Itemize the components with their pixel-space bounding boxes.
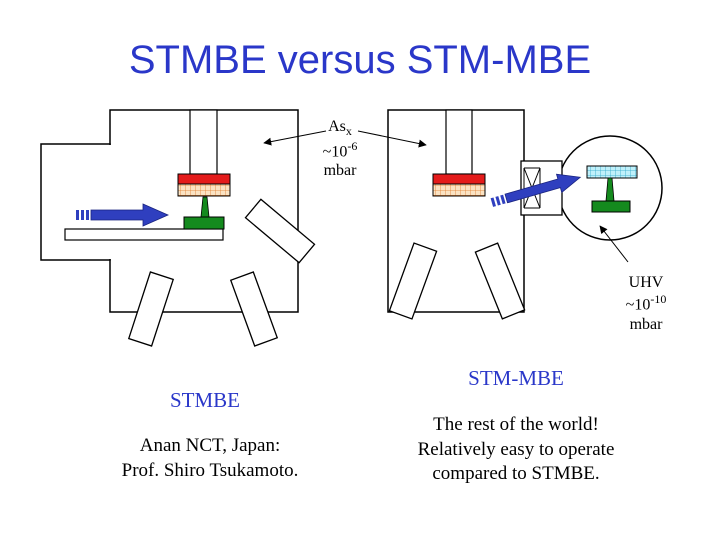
as-pressure-label: Asx ~10-6 mbar [322, 118, 358, 180]
stmbe-description: Anan NCT, Japan: Prof. Shiro Tsukamoto. [121, 435, 299, 481]
stmbe-port-right [244, 198, 316, 264]
stm-mbe-description: The rest of the world! Relatively easy t… [417, 414, 615, 485]
stmbe-port-bottom-left [127, 271, 175, 347]
stmbe-beam-arrow [76, 203, 169, 227]
stmbe-stm-rod [189, 109, 218, 175]
stmbe-heater-mesh [177, 183, 231, 197]
stmbe-heater [177, 173, 231, 185]
uhv-pressure-label: UHV ~10-10 mbar [625, 274, 667, 333]
uhv-sample-stage [591, 200, 631, 213]
page-title: STMBE versus STM-MBE [128, 38, 592, 82]
stmbe-side-extension [40, 143, 111, 261]
uhv-source-mesh [586, 165, 638, 179]
stm-mbe-port-bottom-left [388, 242, 438, 320]
stm-mbe-heading: STM-MBE [468, 366, 564, 390]
stm-mbe-beam-arrow [490, 173, 582, 207]
stmbe-port-bottom-right [229, 271, 279, 347]
uhv-pointer [599, 225, 629, 263]
stmbe-transfer-rod [64, 228, 224, 241]
stm-mbe-stm-rod [445, 109, 473, 175]
stmbe-chamber [40, 109, 316, 347]
stmbe-heading: STMBE [169, 388, 240, 412]
stm-mbe-heater-mesh [432, 183, 486, 197]
stm-mbe-port-bottom-right [474, 242, 526, 320]
stm-mbe-chamber [387, 109, 663, 320]
as-pointer-right [357, 130, 427, 148]
as-pointer-left [263, 130, 327, 146]
stmbe-sample-stage [183, 216, 225, 230]
stm-mbe-heater [432, 173, 486, 185]
